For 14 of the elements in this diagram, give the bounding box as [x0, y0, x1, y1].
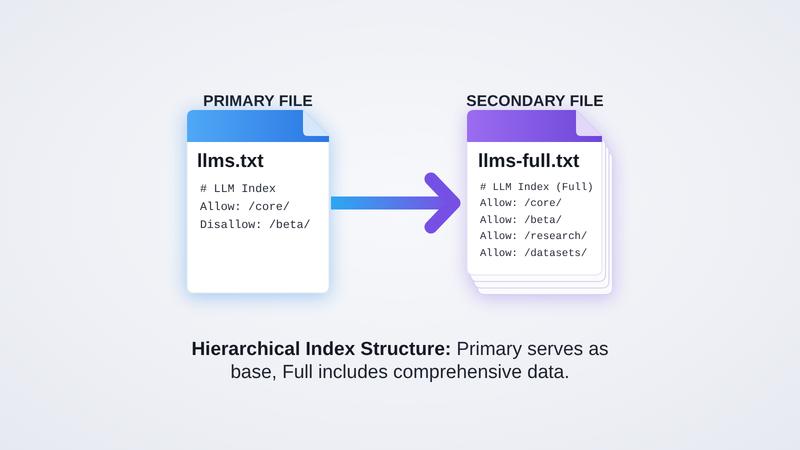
code-line: Disallow: /beta/ [200, 218, 310, 234]
code-line: Allow: /beta/ [480, 214, 562, 229]
code-line: # LLM Index (Full) [480, 181, 594, 196]
file-name: llms.txt [197, 151, 264, 173]
heading: PRIMARY FILE [202, 92, 314, 112]
code-line: Allow: /core/ [480, 197, 562, 212]
code-line: # LLM Index [200, 182, 276, 198]
heading: SECONDARY FILE [465, 92, 605, 112]
arrow [331, 172, 460, 234]
code-line: Allow: /core/ [200, 200, 290, 216]
caption: Hierarchical Index Structure: Primary serves as base, Full includes comprehensive data. [190, 338, 610, 384]
file-name: llms-full.txt [478, 151, 580, 173]
code-line: Allow: /research/ [480, 230, 588, 246]
code-line: Allow: /datasets/ [480, 246, 588, 262]
